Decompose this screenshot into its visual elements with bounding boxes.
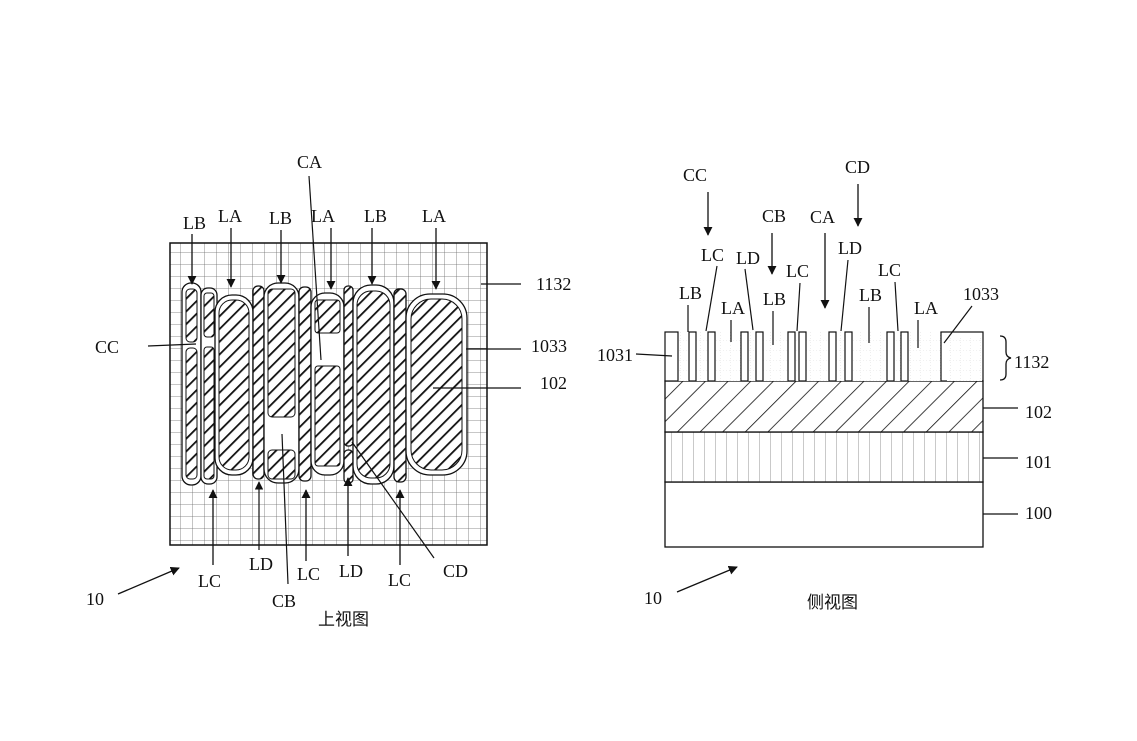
leader-lc-1 — [705, 265, 718, 332]
fin — [688, 331, 697, 382]
ld-strip-2 — [343, 285, 354, 447]
lc-strip-3 — [393, 288, 407, 483]
side-label-cb: CB — [762, 206, 786, 226]
la-strip-2-core-lower — [314, 365, 341, 467]
leader-ld-1-side — [744, 268, 754, 331]
arrow-figure-ref-top — [117, 567, 180, 595]
lc-strip-1-core-lower — [203, 346, 215, 480]
top-label-1132: 1132 — [536, 274, 571, 294]
top-label-lb-3: LB — [364, 206, 387, 226]
side-label-ca: CA — [810, 207, 835, 227]
side-label-102: 102 — [1025, 402, 1052, 422]
leader-cd — [351, 441, 435, 559]
side-label-lc-1: LC — [701, 245, 724, 265]
side-label-cc: CC — [683, 165, 707, 185]
top-label-cb: CB — [272, 591, 296, 611]
side-view-caption: 侧视图 — [807, 593, 858, 612]
fin — [755, 331, 764, 382]
top-view-caption: 上视图 — [318, 610, 369, 629]
fin-1033-inner — [947, 338, 982, 381]
top-figure-ref: 10 — [86, 589, 104, 609]
leader-cb — [281, 433, 289, 585]
top-label-lc-1: LC — [198, 571, 221, 591]
top-view: LB LA LB LA LB LA CA CC 1132 1033 102 LC… — [86, 152, 571, 629]
leader-lc-3 — [894, 281, 899, 332]
fin — [740, 331, 749, 382]
top-label-ld-1: LD — [249, 554, 273, 574]
side-label-lc-2: LC — [786, 261, 809, 281]
la-strip-2-core-upper — [314, 299, 341, 334]
layer-1132 — [665, 332, 983, 381]
fin — [900, 331, 909, 382]
side-label-la-2: LA — [914, 298, 938, 318]
fin — [828, 331, 837, 382]
side-label-1132: 1132 — [1014, 352, 1049, 372]
side-label-lb-1: LB — [679, 283, 702, 303]
lc-strip-1-core-upper — [203, 292, 215, 338]
top-label-102: 102 — [540, 373, 567, 393]
side-figure-ref: 10 — [644, 588, 662, 608]
side-label-1031: 1031 — [597, 345, 633, 365]
top-label-ld-2: LD — [339, 561, 363, 581]
leader-ca — [308, 175, 322, 361]
layer-101 — [664, 431, 984, 483]
fin — [707, 331, 716, 382]
la-strip-3-core — [410, 298, 463, 471]
top-label-cc: CC — [95, 337, 119, 357]
lc-strip-2 — [298, 286, 312, 482]
side-label-lb-3: LB — [859, 285, 882, 305]
fin — [844, 331, 853, 382]
top-label-la-2: LA — [311, 206, 335, 226]
cb-pad — [267, 449, 296, 480]
top-label-lb-1: LB — [183, 213, 206, 233]
leader-ld-2-side — [840, 259, 849, 332]
top-label-la-3: LA — [422, 206, 446, 226]
fin — [787, 331, 796, 382]
side-label-la-1: LA — [721, 298, 745, 318]
fin — [886, 331, 895, 382]
leader-cc — [147, 343, 197, 347]
fin — [798, 331, 807, 382]
layer-100 — [664, 481, 984, 548]
side-label-lc-3: LC — [878, 260, 901, 280]
la-strip-1-core — [218, 299, 250, 471]
lb-strip-3-core — [356, 290, 391, 479]
side-label-1033: 1033 — [963, 284, 999, 304]
ld-strip-1 — [252, 285, 265, 480]
top-label-1033: 1033 — [531, 336, 567, 356]
leader-lc-2 — [796, 282, 801, 332]
top-label-lc-2: LC — [297, 564, 320, 584]
leader-1033-side — [943, 305, 973, 344]
side-label-lb-2: LB — [763, 289, 786, 309]
top-label-lb-2: LB — [269, 208, 292, 228]
top-label-lc-3: LC — [388, 570, 411, 590]
lb-strip-2-core — [267, 288, 296, 418]
layer-102 — [664, 380, 984, 433]
leader-1031 — [635, 353, 673, 357]
side-label-ld-1: LD — [736, 248, 760, 268]
side-label-cd: CD — [845, 157, 870, 177]
side-label-101: 101 — [1025, 452, 1052, 472]
lb-strip-1-core-upper — [185, 288, 198, 343]
side-label-ld-2: LD — [838, 238, 862, 258]
side-label-100: 100 — [1025, 503, 1052, 523]
top-label-ca: CA — [297, 152, 322, 172]
brace-1132 — [999, 335, 1012, 381]
top-label-la-1: LA — [218, 206, 242, 226]
top-label-cd: CD — [443, 561, 468, 581]
lb-strip-1-core-lower — [185, 347, 198, 480]
arrow-figure-ref-side — [676, 565, 738, 593]
side-view: 1132 1031 1033 102 101 100 CC CD CB CA L… — [597, 157, 1052, 612]
